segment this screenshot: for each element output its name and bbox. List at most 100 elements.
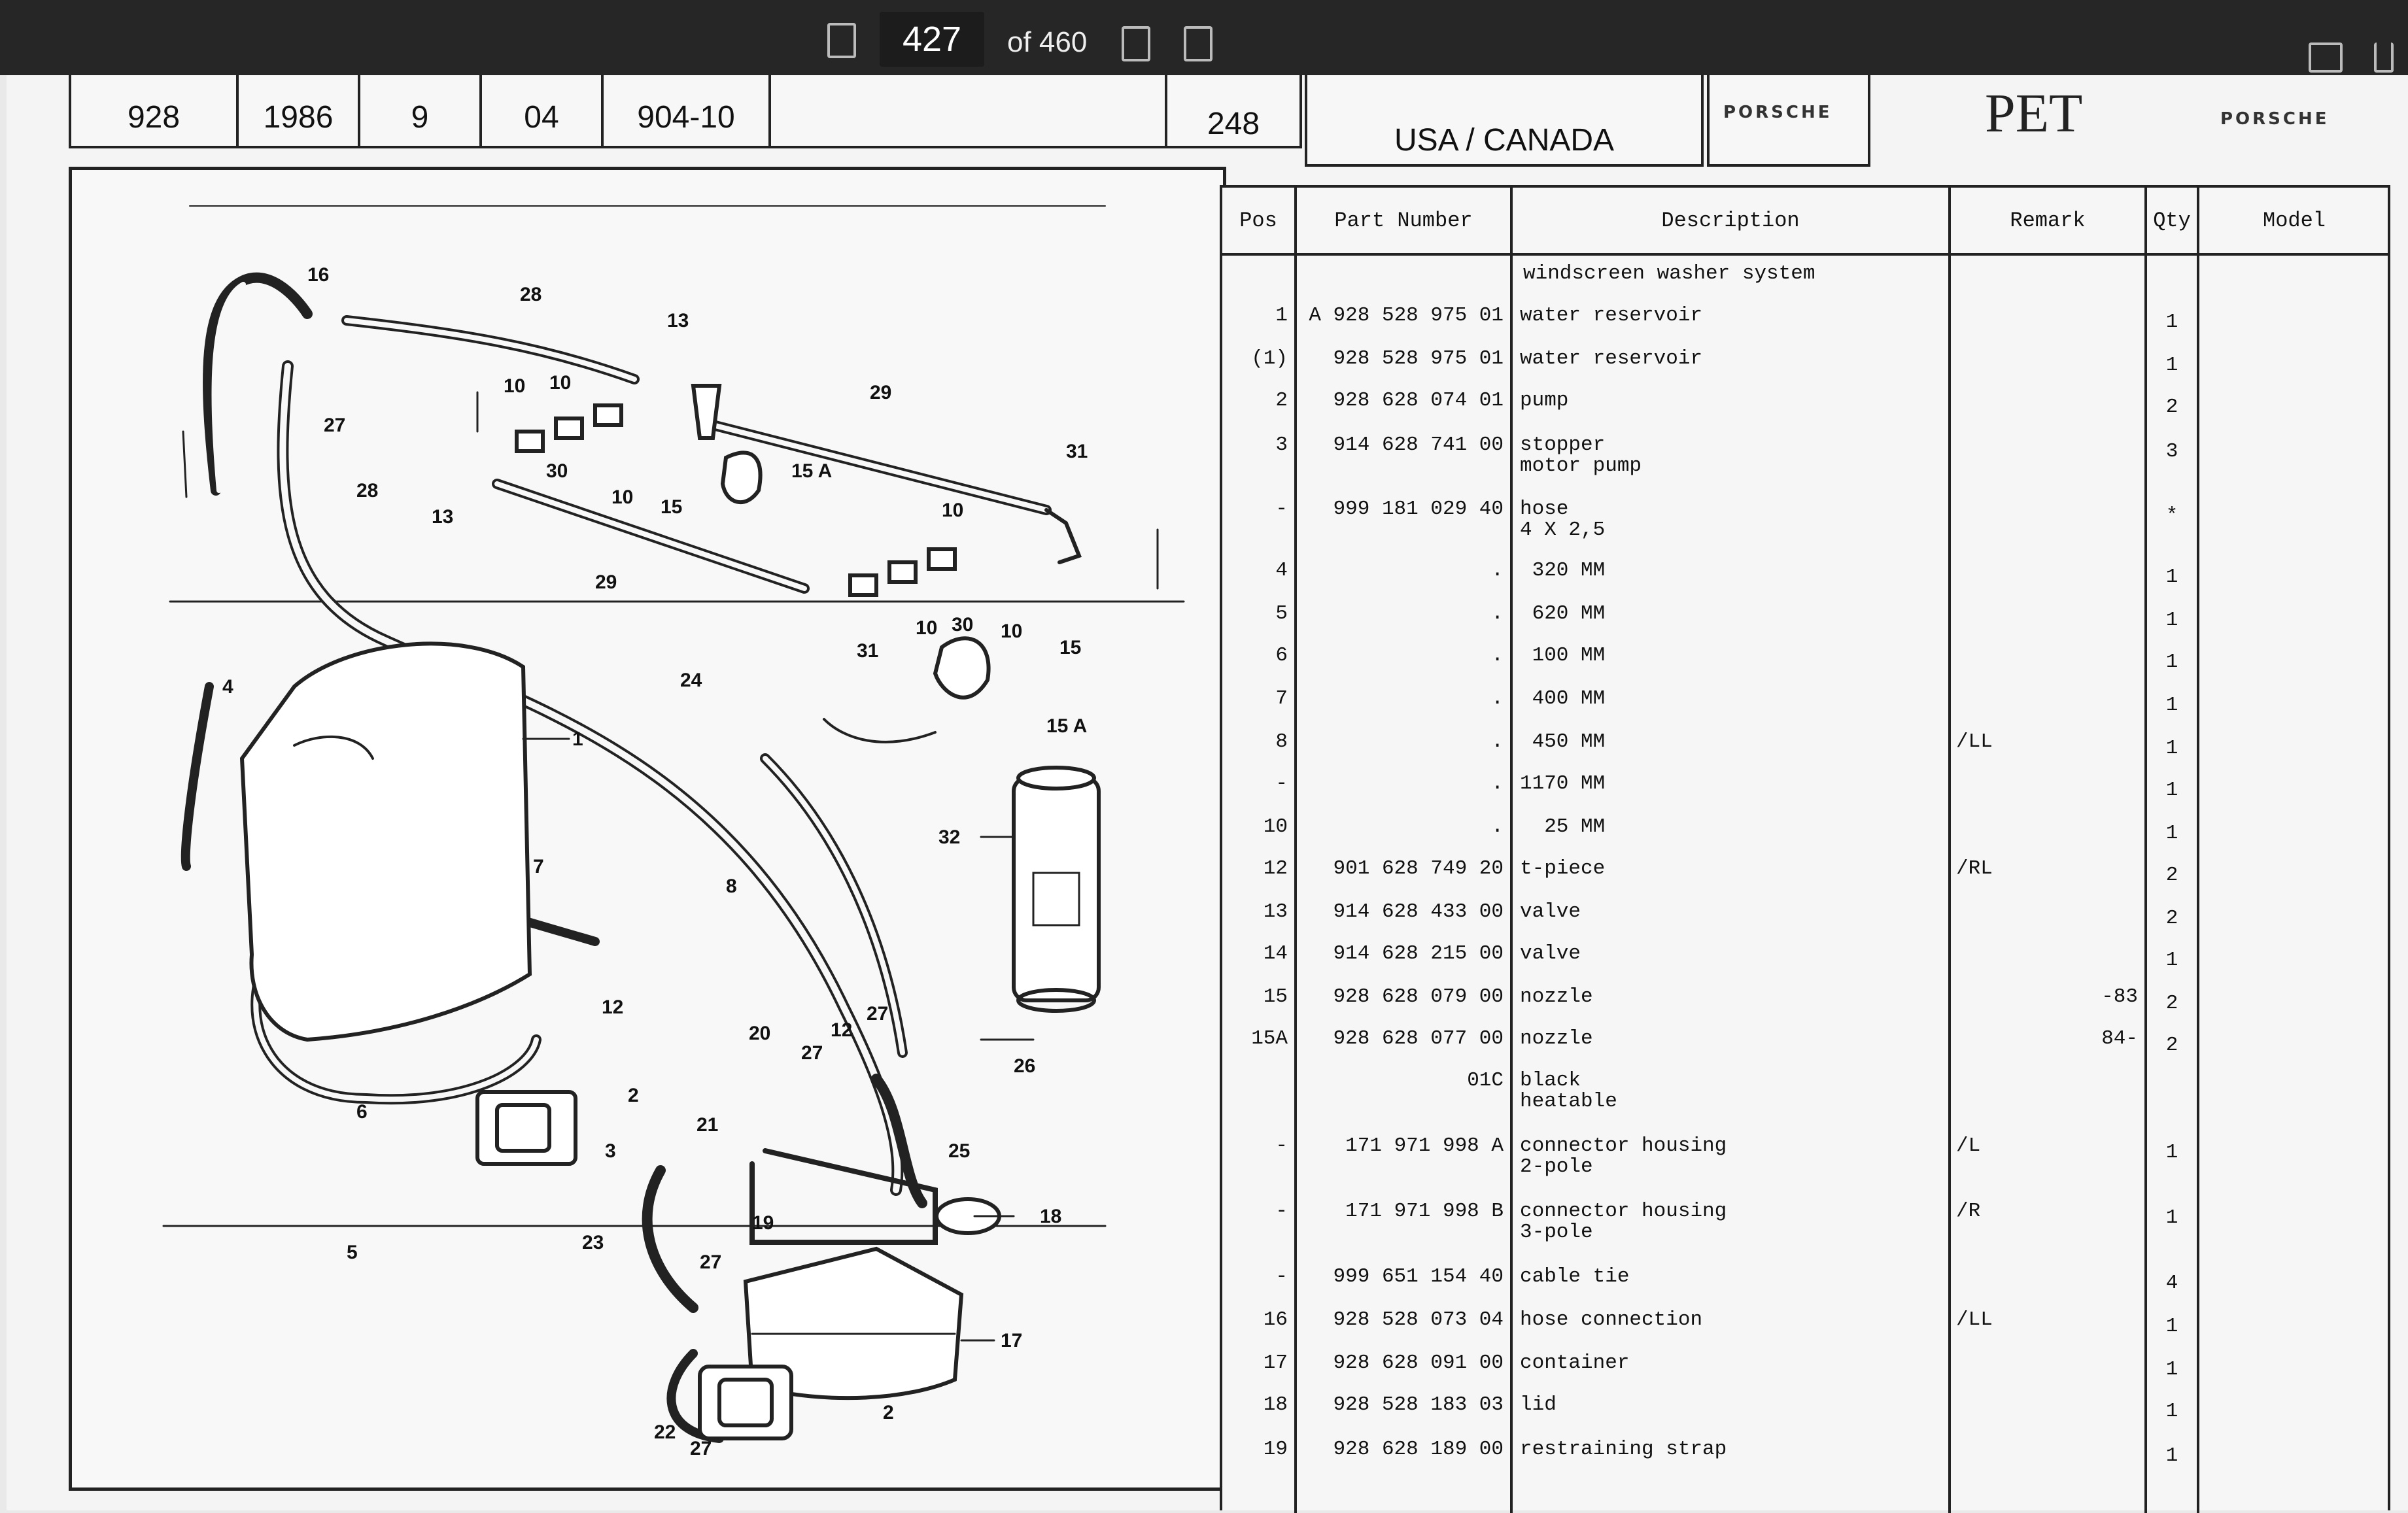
column-header-part-number: Part Number: [1334, 209, 1473, 233]
header-model: 928: [69, 75, 239, 148]
svg-text:15: 15: [661, 496, 682, 518]
column-header-qty: Qty: [2153, 209, 2191, 233]
row-part: 914 628 741 00: [1333, 434, 1504, 456]
svg-text:1: 1: [572, 728, 583, 750]
row-part: .: [1491, 815, 1504, 838]
row-part: .: [1491, 602, 1504, 625]
row-part: 999 181 029 40: [1333, 498, 1504, 520]
row-pos: 14: [1263, 942, 1288, 965]
svg-text:12: 12: [831, 1019, 852, 1041]
row-pos: -: [1275, 772, 1288, 795]
row-remark: /LL: [1956, 1308, 1993, 1331]
row-pos: 1: [1275, 304, 1288, 327]
svg-text:3: 3: [605, 1140, 616, 1162]
pet-title: PET: [1985, 83, 2083, 144]
row-pos: 10: [1263, 815, 1288, 838]
row-desc: water reservoir: [1520, 304, 1703, 327]
svg-text:31: 31: [857, 640, 878, 662]
svg-text:30: 30: [952, 614, 973, 636]
row-qty: 2: [2165, 396, 2178, 418]
row-qty: 1: [2165, 609, 2178, 632]
svg-text:15 A: 15 A: [791, 460, 832, 482]
row-desc: valve: [1520, 942, 1581, 965]
page-count: of 460: [1007, 26, 1088, 58]
svg-text:10: 10: [504, 375, 525, 397]
svg-text:21: 21: [697, 1114, 718, 1136]
column-header-description: Description: [1661, 209, 1800, 233]
svg-text:19: 19: [752, 1212, 774, 1234]
row-part: 928 628 079 00: [1333, 985, 1504, 1008]
header-region: USA / CANADA: [1305, 75, 1704, 167]
header-subgroup: 04: [479, 75, 604, 148]
row-pos: 18: [1263, 1393, 1288, 1416]
svg-text:24: 24: [680, 670, 702, 691]
row-pos: 4: [1275, 559, 1288, 582]
svg-text:5: 5: [347, 1242, 358, 1263]
header-group: 9: [358, 75, 482, 148]
svg-text:29: 29: [870, 382, 891, 403]
previous-page-icon[interactable]: [1122, 26, 1150, 61]
column-header-remark: Remark: [2010, 209, 2086, 233]
svg-text:13: 13: [667, 310, 689, 332]
washer-system-illustration: 16 28 13 10 10 27 29 28 13 30 10 15 15 A…: [162, 205, 1185, 1459]
row-desc-line2: heatable: [1520, 1090, 1617, 1113]
svg-text:22: 22: [654, 1421, 676, 1443]
row-part: 928 628 077 00: [1333, 1027, 1504, 1050]
row-desc: container: [1520, 1352, 1630, 1374]
row-pos: 15: [1263, 985, 1288, 1008]
row-pos: -: [1275, 498, 1288, 520]
header-illustration: 904-10: [601, 75, 771, 148]
row-pos: 16: [1263, 1308, 1288, 1331]
row-remark2: -83: [2101, 985, 2138, 1008]
row-qty: 2: [2165, 992, 2178, 1015]
row-part: 928 528 183 03: [1333, 1393, 1504, 1416]
row-part: 928 528 975 01: [1333, 347, 1504, 370]
svg-text:12: 12: [602, 996, 623, 1018]
row-part: 928 628 189 00: [1333, 1438, 1504, 1461]
download-icon[interactable]: [2374, 42, 2394, 73]
row-desc: 25 MM: [1520, 815, 1606, 838]
row-pos: 13: [1263, 900, 1288, 923]
row-qty: 4: [2165, 1272, 2178, 1295]
row-remark: /L: [1956, 1134, 1981, 1157]
row-qty: 2: [2165, 1034, 2178, 1057]
svg-text:25: 25: [948, 1140, 970, 1162]
row-qty: 3: [2165, 440, 2178, 463]
row-part: 171 971 998 A: [1345, 1134, 1504, 1157]
row-qty: 1: [2165, 1358, 2178, 1381]
row-remark: /RL: [1956, 857, 1993, 880]
row-desc: hose connection: [1520, 1308, 1703, 1331]
svg-text:10: 10: [942, 500, 963, 521]
row-remark2: 84-: [2101, 1027, 2138, 1050]
row-pos: (1): [1251, 347, 1288, 370]
column-header-model: Model: [2262, 209, 2326, 233]
row-qty: 1: [2165, 1444, 2178, 1467]
document-icon[interactable]: [827, 23, 856, 58]
row-desc-line2: motor pump: [1520, 454, 1642, 477]
svg-text:27: 27: [700, 1251, 721, 1273]
svg-text:15 A: 15 A: [1046, 715, 1087, 737]
row-pos: 6: [1275, 644, 1288, 667]
row-desc: restraining strap: [1520, 1438, 1727, 1461]
row-desc: 320 MM: [1520, 559, 1606, 582]
svg-text:28: 28: [356, 480, 378, 502]
row-qty: 1: [2165, 651, 2178, 673]
row-part: .: [1491, 687, 1504, 710]
svg-text:27: 27: [801, 1042, 823, 1064]
row-desc: connector housing: [1520, 1200, 1727, 1223]
page-number-input[interactable]: 427: [880, 12, 984, 67]
print-icon[interactable]: [2309, 42, 2343, 73]
row-remark: /LL: [1956, 730, 1993, 753]
row-qty: 1: [2165, 737, 2178, 760]
row-desc: stopper: [1520, 434, 1606, 456]
svg-text:8: 8: [726, 876, 737, 897]
svg-text:27: 27: [690, 1438, 712, 1459]
column-header-pos: Pos: [1239, 209, 1277, 233]
row-desc: pump: [1520, 389, 1569, 412]
next-page-icon[interactable]: [1184, 26, 1213, 61]
row-pos: 7: [1275, 687, 1288, 710]
row-qty: 1: [2165, 311, 2178, 333]
row-desc-line2: 4 X 2,5: [1520, 518, 1606, 541]
svg-text:26: 26: [1014, 1055, 1035, 1077]
row-desc: valve: [1520, 900, 1581, 923]
